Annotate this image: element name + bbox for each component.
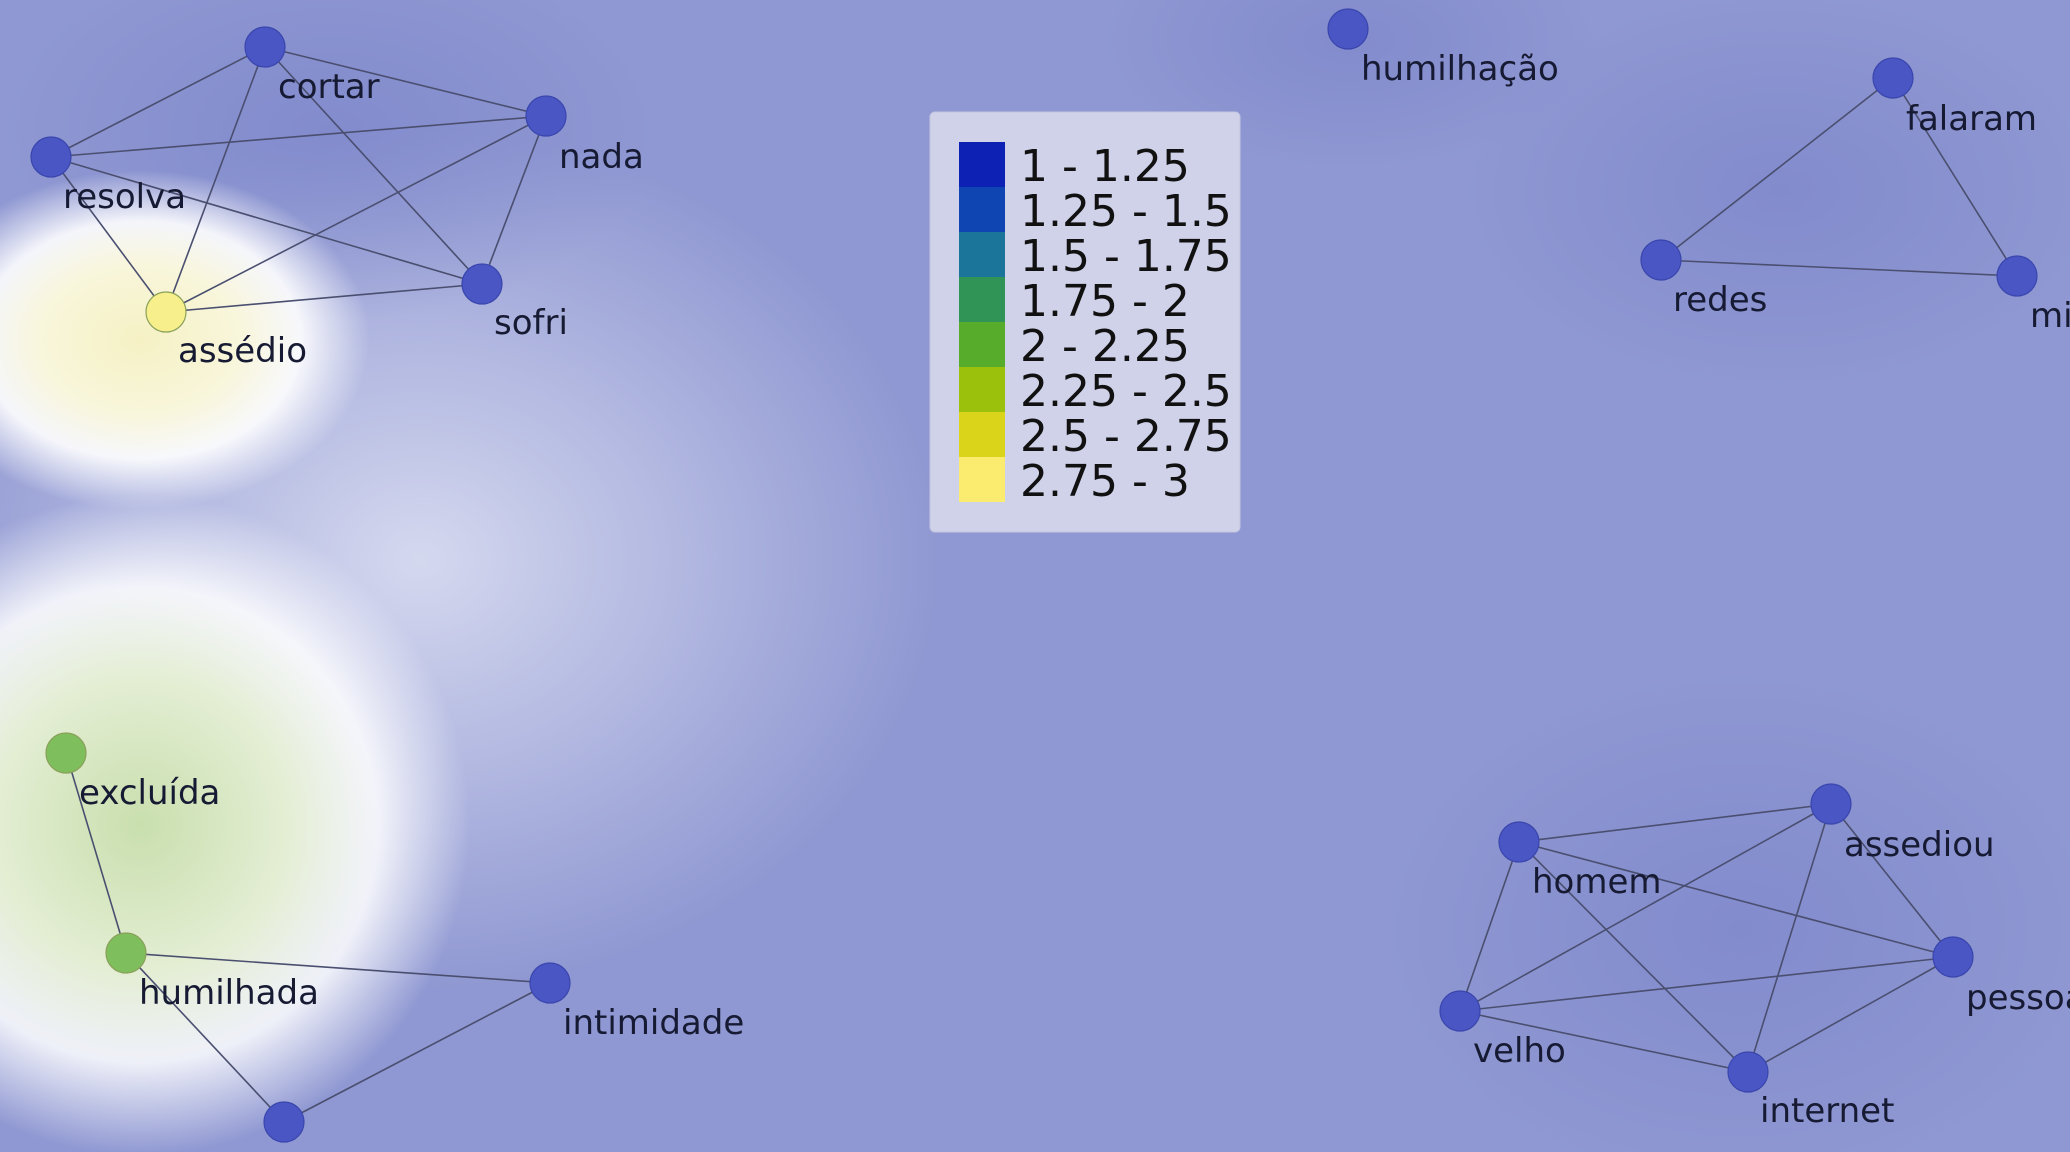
node-mi[interactable] — [1996, 255, 2038, 297]
edge-resolva-sofri — [50, 156, 483, 285]
node-label-pessoa: pessoa — [1966, 978, 2070, 1018]
legend-swatch-0 — [959, 142, 1005, 187]
node-intimidade[interactable] — [529, 962, 571, 1004]
node-internet[interactable] — [1727, 1051, 1769, 1093]
legend-swatch-3 — [959, 277, 1005, 322]
node-redes[interactable] — [1640, 239, 1682, 281]
legend-label-0: 1 - 1.25 — [1020, 141, 1190, 192]
legend-label-4: 2 - 2.25 — [1020, 321, 1190, 372]
legend-label-7: 2.75 - 3 — [1020, 456, 1190, 507]
edge-velho-internet — [1459, 1010, 1749, 1073]
node-label-cortar: cortar — [278, 67, 380, 107]
node-label-nada: nada — [559, 137, 644, 177]
halo-dark-topright — [1460, 0, 2070, 390]
nodes-layer: cortar nada resolva sofri assédio humilhação f… — [30, 8, 2070, 1143]
edge-homem-pessoa — [1518, 841, 1954, 958]
node-velho[interactable] — [1439, 990, 1481, 1032]
node-homem[interactable] — [1498, 821, 1540, 863]
node-humilhada[interactable] — [105, 932, 147, 974]
node-nada[interactable] — [525, 95, 567, 137]
legend-swatch-2 — [959, 232, 1005, 277]
legend-label-3: 1.75 - 2 — [1020, 276, 1190, 327]
edge-falaram-mi — [1892, 77, 2018, 277]
node-assedio[interactable] — [145, 291, 187, 333]
edge-homem-velho — [1459, 841, 1520, 1012]
node-label-assedio: assédio — [178, 331, 307, 371]
edge-excluida-humilhada — [65, 752, 127, 954]
edge-intimidade-bottom_node — [283, 982, 551, 1123]
edge-assedio-sofri — [165, 283, 483, 313]
edge-cortar-resolva — [50, 46, 266, 158]
node-excluida[interactable] — [45, 732, 87, 774]
node-label-resolva: resolva — [63, 177, 186, 217]
node-label-internet: internet — [1760, 1091, 1894, 1131]
node-label-excluida: excluída — [79, 773, 220, 813]
node-label-mi: mi — [2030, 296, 2070, 336]
legend-swatch-6 — [959, 412, 1005, 457]
legend-label-1: 1.25 - 1.5 — [1020, 186, 1232, 237]
node-pessoa[interactable] — [1932, 936, 1974, 978]
legend-swatch-5 — [959, 367, 1005, 412]
edge-falaram-redes — [1660, 77, 1894, 261]
node-label-assediou: assediou — [1844, 825, 1995, 865]
edge-nada-sofri — [481, 115, 547, 285]
node-cortar[interactable] — [244, 26, 286, 68]
edge-pessoa-internet — [1747, 956, 1954, 1073]
edge-humilhada-intimidade — [125, 952, 551, 984]
node-label-intimidade: intimidade — [563, 1003, 744, 1043]
edge-redes-mi — [1660, 259, 2018, 277]
node-label-homem: homem — [1532, 862, 1662, 902]
legend-swatch-1 — [959, 187, 1005, 232]
edge-assediou-pessoa — [1830, 803, 1954, 958]
edge-cortar-nada — [264, 46, 547, 117]
node-humilhacao[interactable] — [1327, 8, 1369, 50]
edge-assediou-internet — [1747, 803, 1832, 1073]
edges-layer — [50, 46, 2018, 1123]
edge-pessoa-velho — [1459, 956, 1954, 1012]
node-label-velho: velho — [1473, 1031, 1566, 1071]
node-label-falaram: falaram — [1906, 99, 2037, 139]
edge-cortar-sofri — [264, 46, 483, 285]
legend-items: 1 - 1.251.25 - 1.51.5 - 1.751.75 - 22 - … — [959, 141, 1232, 507]
node-resolva[interactable] — [30, 136, 72, 178]
halo-dark-right — [1380, 670, 2070, 1152]
node-falaram[interactable] — [1872, 57, 1914, 99]
node-bottom_node[interactable] — [263, 1101, 305, 1143]
legend-label-6: 2.5 - 2.75 — [1020, 411, 1232, 462]
legend-label-2: 1.5 - 1.75 — [1020, 231, 1232, 282]
node-label-humilhacao: humilhação — [1361, 49, 1559, 89]
edge-humilhada-bottom_node — [125, 952, 285, 1123]
legend-box — [929, 111, 1241, 533]
legend-swatch-4 — [959, 322, 1005, 367]
edge-nada-assedio — [165, 115, 547, 313]
edge-resolva-assedio — [50, 156, 167, 313]
edge-cortar-assedio — [165, 46, 266, 313]
legend-swatch-7 — [959, 457, 1005, 502]
edge-resolva-nada — [50, 115, 547, 158]
node-label-humilhada: humilhada — [139, 973, 319, 1013]
node-assediou[interactable] — [1810, 783, 1852, 825]
node-label-redes: redes — [1673, 280, 1767, 320]
legend-label-5: 2.25 - 2.5 — [1020, 366, 1232, 417]
node-label-sofri: sofri — [494, 303, 568, 343]
legend: 1 - 1.251.25 - 1.51.5 - 1.751.75 - 22 - … — [929, 111, 1241, 533]
halo-green — [0, 495, 470, 1152]
edge-assediou-velho — [1459, 803, 1832, 1012]
edge-homem-assediou — [1518, 803, 1832, 843]
edge-homem-internet — [1518, 841, 1749, 1073]
node-sofri[interactable] — [461, 263, 503, 305]
